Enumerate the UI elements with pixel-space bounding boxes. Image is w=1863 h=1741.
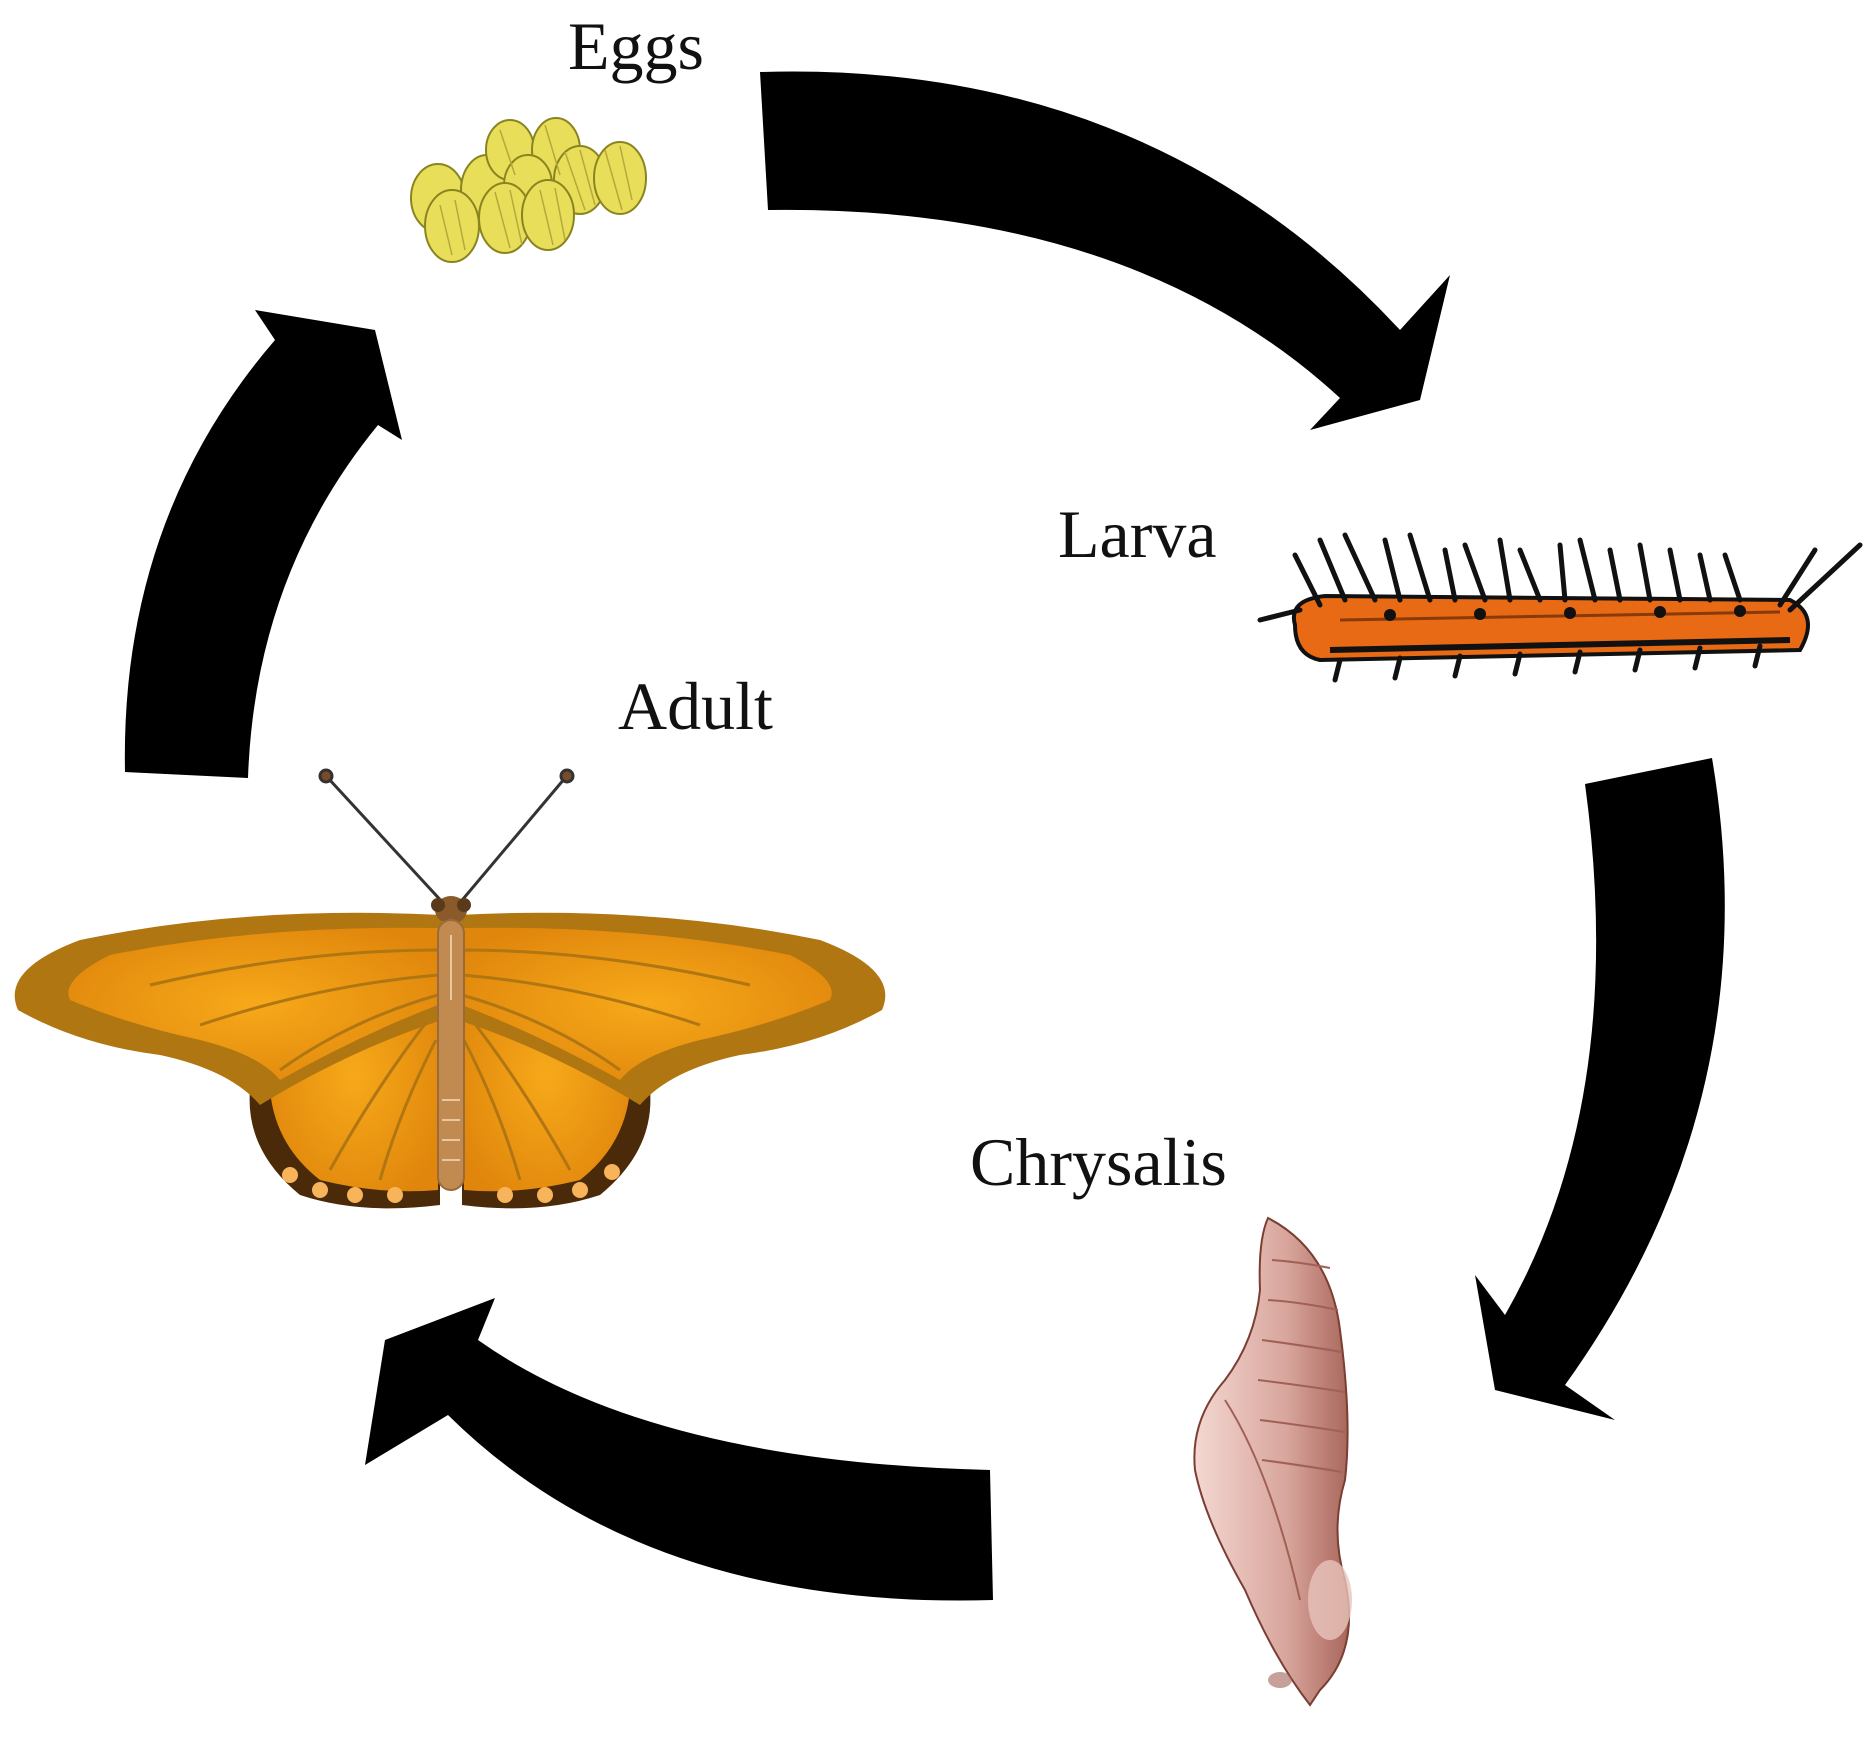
arrow-chrysalis-to-adult [365,1298,993,1600]
arrow-adult-to-eggs [125,310,402,778]
larva-illustration [1260,535,1860,680]
stage-label-eggs: Eggs [568,12,704,80]
stage-label-chrysalis: Chrysalis [970,1128,1227,1196]
eggs-illustration [411,118,646,262]
stage-label-adult: Adult [618,672,773,740]
stage-label-larva: Larva [1058,500,1217,568]
arrow-larva-to-chrysalis [1475,758,1725,1420]
adult-butterfly-illustration [15,770,886,1208]
chrysalis-illustration [1194,1218,1352,1705]
arrow-eggs-to-larva [760,71,1450,430]
